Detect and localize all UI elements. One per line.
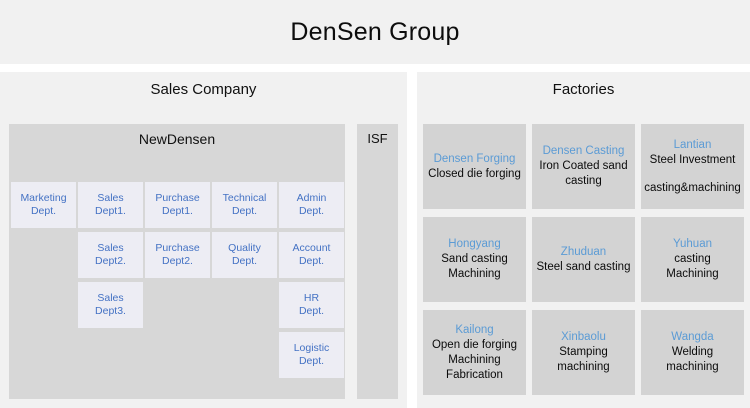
dept-label-line2: Dept. <box>30 205 57 217</box>
dept-label-line2: Dept. <box>298 355 325 367</box>
dept-label-line1: Logistic <box>293 342 330 354</box>
dept-label-line1: Marketing <box>20 192 67 204</box>
factory-detail-line: casting <box>674 253 711 265</box>
factory-detail-line: machining <box>666 361 719 373</box>
dept-label-line1: Purchase <box>155 242 200 254</box>
dept-label-line1: HR <box>303 292 320 304</box>
factory-detail-line: Closed die forging <box>428 167 521 180</box>
dept-label-line1: Quality <box>228 242 261 254</box>
factory-name: Wangda <box>671 331 714 343</box>
dept-label-line2: Dept. <box>298 205 325 217</box>
factory-name: Densen Casting <box>542 145 625 157</box>
factory-detail-line: Stamping <box>559 346 608 358</box>
factory-detail-line: Machining <box>448 353 501 366</box>
sales-company-heading: Sales Company <box>150 81 257 98</box>
page-title-banner: DenSen Group <box>0 0 750 64</box>
dept-label-line2: Dept1. <box>95 205 126 217</box>
dept-label-line2: Dept3. <box>95 305 126 317</box>
dept-label-line2: Dept2. <box>162 255 193 267</box>
factory-detail-line: Iron Coated sand <box>539 160 628 172</box>
dept-label-line2: Dept. <box>298 305 325 317</box>
factory-name: Xinbaolu <box>561 331 606 343</box>
factory-detail-line: machining <box>557 361 610 373</box>
factory-detail-line: casting&machining <box>644 181 741 194</box>
factory-name: Yuhuan <box>672 238 712 250</box>
factory-detail-line: Steel Investment <box>649 153 736 166</box>
dept-label-line1: Sales <box>97 192 124 204</box>
isf-label: ISF <box>367 131 388 146</box>
dept-label-line1: Sales <box>97 292 124 304</box>
factory-detail-line: Welding <box>671 346 714 358</box>
dept-label-line2: Dept. <box>231 255 258 267</box>
dept-label-line2: Dept2. <box>95 255 126 267</box>
factory-detail-line: Machining <box>666 268 719 280</box>
dept-label-line2: Dept. <box>231 205 258 217</box>
dept-label-line2: Dept1. <box>162 205 193 217</box>
factory-detail-line: Fabrication <box>446 368 503 381</box>
factory-name: Zhuduan <box>560 245 607 258</box>
factory-detail-line: casting <box>565 175 602 187</box>
factories-heading: Factories <box>552 81 615 98</box>
dept-label-line1: Technical <box>222 192 267 204</box>
dept-label-line1: Account <box>292 242 331 254</box>
factory-detail-line: Open die forging <box>431 338 518 351</box>
dept-label-line1: Purchase <box>155 192 200 204</box>
newdensen-label: NewDensen <box>138 131 216 147</box>
factory-detail-line: Machining <box>448 268 501 280</box>
dept-label-line1: Sales <box>97 242 124 254</box>
page-title: DenSen Group <box>290 17 460 46</box>
factory-name: Kailong <box>455 323 494 336</box>
factory-name: Hongyang <box>448 238 501 250</box>
factory-detail-line: Sand casting <box>441 253 508 265</box>
factory-name: Densen Forging <box>433 152 516 165</box>
factory-detail-line: Steel sand casting <box>536 260 631 273</box>
dept-label-line1: Admin <box>296 192 327 204</box>
factory-name: Lantian <box>673 138 712 151</box>
dept-label-line2: Dept. <box>298 255 325 267</box>
isf-group-box: ISF <box>357 124 398 399</box>
